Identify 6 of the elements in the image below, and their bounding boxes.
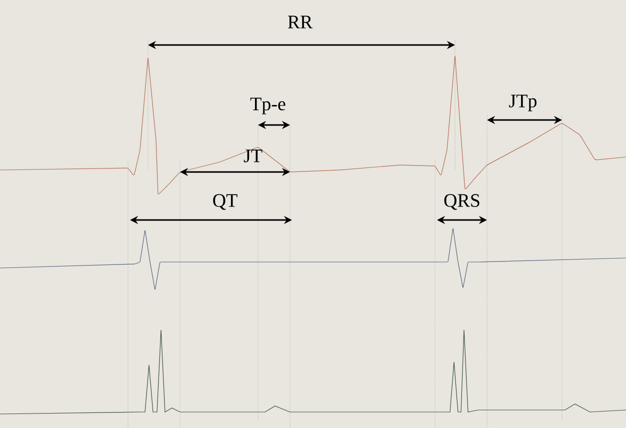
interval-label: QT — [213, 194, 238, 210]
interval-label: Tp-e — [250, 98, 286, 114]
interval-label: JT — [244, 150, 262, 162]
interval-label: JTp — [509, 94, 536, 112]
interval-label: QRS — [444, 194, 480, 210]
interval-label: RR — [288, 16, 313, 28]
